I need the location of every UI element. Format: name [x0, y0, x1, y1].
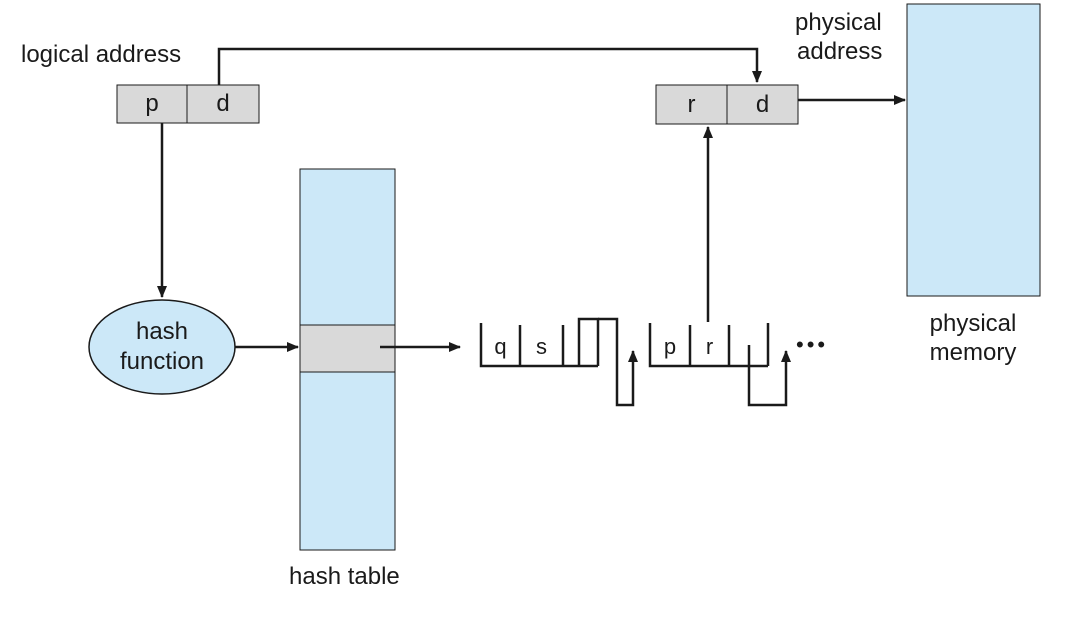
hash-function-label-line2: function [119, 348, 205, 375]
chain-node1-value: s [536, 334, 547, 359]
logical-offset-field: d [216, 90, 230, 117]
physical-address-label-line2: address [797, 38, 883, 65]
offset-arrow [217, 47, 762, 85]
hash-table-label: hash table [289, 563, 400, 590]
physical-memory-label-line2: memory [929, 339, 1017, 366]
hash-function-label-line1: hash [135, 318, 189, 345]
hash-table-block [299, 168, 396, 551]
chain-node1-key: q [494, 334, 507, 359]
logical-address-label: logical address [21, 41, 182, 68]
chain-ellipsis: ••• [796, 332, 829, 357]
chain-node-2 [648, 323, 791, 407]
physical-memory-block [906, 3, 1041, 297]
physical-frame-field: r [687, 90, 696, 118]
chain-node2-key: p [663, 334, 677, 359]
logical-address-box [116, 84, 260, 124]
physical-memory-label-line1: physical [929, 310, 1017, 337]
physical-offset-field: d [755, 90, 770, 118]
physical-address-label-line1: physical [795, 9, 882, 36]
chain-node-1 [479, 317, 638, 407]
logical-page-field: p [145, 90, 159, 117]
physical-address-box [655, 84, 799, 125]
chain-node2-value: r [705, 334, 714, 359]
